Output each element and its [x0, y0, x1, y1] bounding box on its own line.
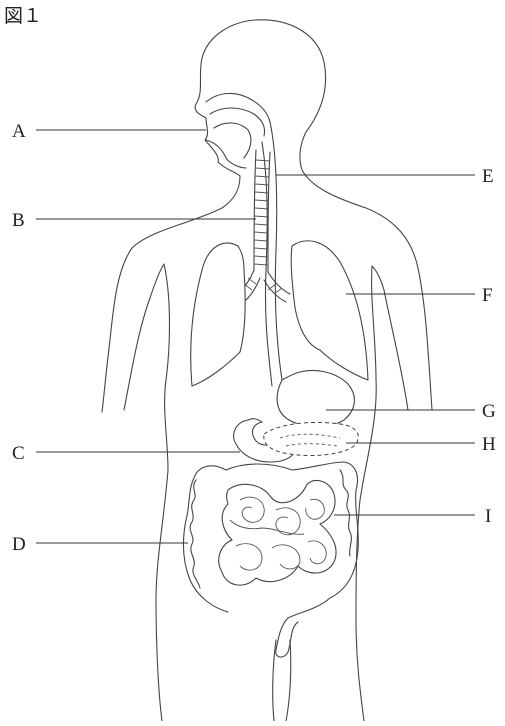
- jaw-inner: [206, 140, 246, 168]
- small-intestine: [219, 480, 336, 585]
- ascending-colon-haustra: [190, 480, 200, 588]
- tongue: [214, 123, 251, 158]
- figure-title: 図１: [4, 6, 42, 27]
- esophagus-wall-right: [270, 122, 282, 380]
- sigmoid-rectum: [276, 598, 330, 657]
- label-e: E: [482, 166, 494, 187]
- body-outline: [102, 20, 432, 721]
- pancreas: [264, 422, 359, 455]
- right-lung: [291, 241, 368, 380]
- label-g: G: [482, 401, 496, 422]
- nasal-oral-cavity: [206, 93, 270, 168]
- label-h: H: [482, 434, 496, 455]
- trachea: [238, 150, 290, 302]
- left-torso-outline: [124, 264, 170, 721]
- ascending-colon-outer: [183, 466, 228, 612]
- pancreas-dashed: [264, 422, 359, 455]
- label-b: B: [12, 210, 25, 231]
- small-intestine-mass: [219, 480, 336, 585]
- descending-colon-haustra: [340, 470, 351, 556]
- label-i: I: [485, 506, 491, 527]
- esophagus: [262, 122, 282, 386]
- label-f: F: [482, 285, 493, 306]
- left-lung: [191, 243, 245, 386]
- label-c: C: [12, 443, 25, 464]
- label-d: D: [12, 534, 26, 555]
- trachea-wall-right: [268, 152, 270, 272]
- stomach-body: [277, 371, 354, 427]
- esophagus-wall-left: [262, 142, 272, 386]
- nasal-cavity-top: [206, 93, 270, 122]
- label-a: A: [12, 121, 26, 142]
- stomach: [277, 371, 354, 427]
- palate: [210, 108, 265, 136]
